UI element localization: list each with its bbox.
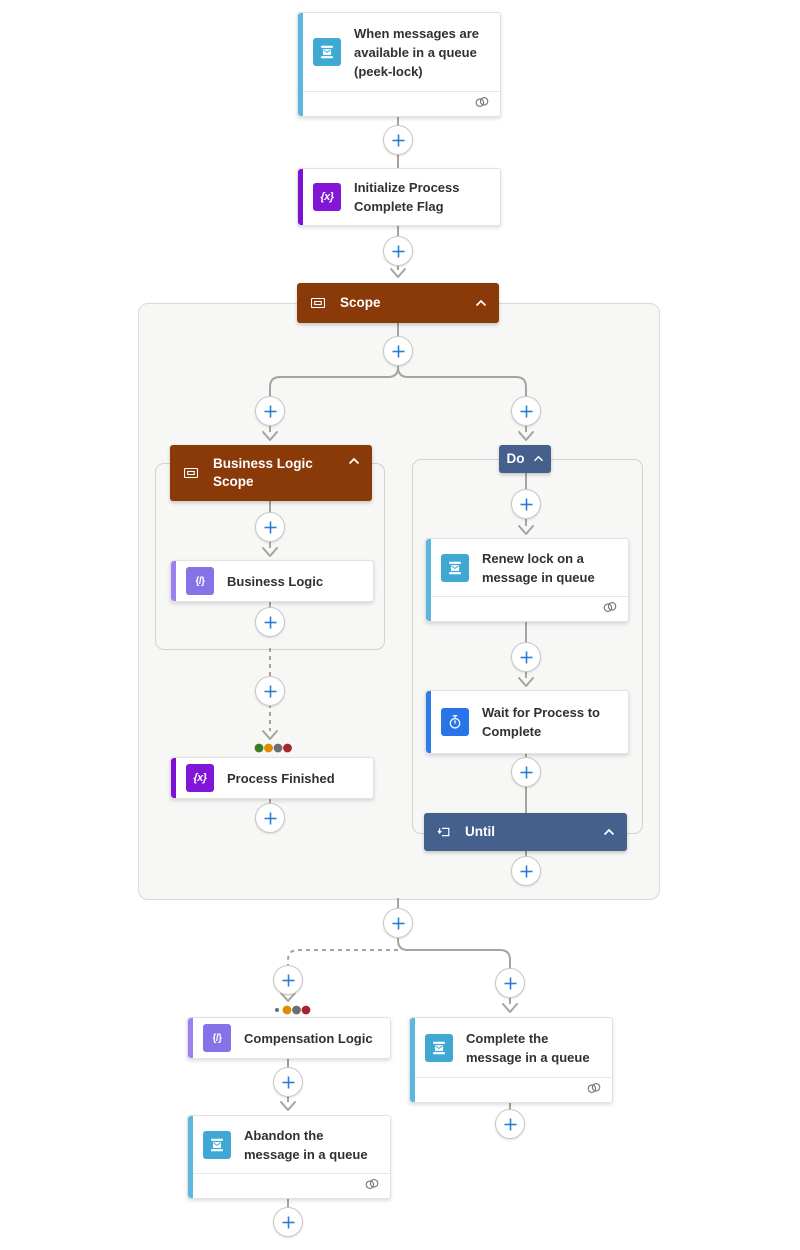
card-footer [426, 596, 628, 621]
connection-icon [586, 1081, 602, 1099]
inline-code-glyph: {/} [212, 1032, 222, 1044]
connector-split-to-complete [397, 939, 511, 1004]
card-title: Abandon the message in a queue [244, 1127, 368, 1162]
action-card-renew-lock[interactable]: Renew lock on a message in queue [425, 538, 629, 622]
service-bus-icon [313, 38, 341, 66]
arrowhead [502, 1003, 518, 1013]
card-footer [410, 1077, 612, 1102]
scope-header[interactable]: Scope [297, 283, 499, 323]
until-label: Until [465, 824, 495, 839]
card-title: Complete the message in a queue [466, 1030, 590, 1065]
delay-clock-icon [441, 708, 469, 736]
card-title: Compensation Logic [244, 1030, 373, 1046]
card-accent [298, 13, 303, 116]
action-card-complete-message[interactable]: Complete the message in a queue [409, 1017, 613, 1103]
service-bus-icon [203, 1130, 231, 1159]
card-footer [188, 1173, 390, 1198]
action-card-business-logic[interactable]: {/} Business Logic [170, 560, 374, 602]
arrowhead [280, 1101, 296, 1111]
collapse-chevron-icon[interactable] [475, 299, 487, 308]
arrowhead [390, 268, 406, 278]
business-logic-scope-header[interactable]: Business Logic Scope [170, 445, 372, 501]
insert-step-button[interactable] [511, 642, 541, 672]
card-accent [188, 1018, 193, 1058]
variable-icon: {x} [186, 764, 214, 792]
action-card-wait-for-process[interactable]: Wait for Process to Complete [425, 690, 629, 754]
card-accent [426, 539, 431, 621]
collapse-chevron-icon[interactable] [348, 457, 360, 466]
action-card-abandon-message[interactable]: Abandon the message in a queue [187, 1115, 391, 1199]
collapse-chevron-icon[interactable] [533, 455, 544, 463]
run-after-dot-succeeded [275, 1008, 279, 1012]
inline-code-icon: {/} [186, 567, 214, 595]
insert-step-button[interactable] [255, 803, 285, 833]
insert-step-button[interactable] [383, 125, 413, 155]
card-accent [410, 1018, 415, 1102]
insert-step-button[interactable] [273, 1067, 303, 1097]
insert-step-button[interactable] [511, 757, 541, 787]
scope-icon [182, 464, 200, 482]
card-accent [426, 691, 431, 753]
run-after-status-dots [275, 1005, 311, 1015]
do-label: Do [506, 451, 525, 466]
collapse-chevron-icon[interactable] [603, 828, 615, 837]
variable-icon: {x} [313, 183, 341, 211]
card-title: Wait for Process to Complete [482, 705, 600, 739]
variable-glyph: {x} [193, 772, 207, 784]
scope-icon [309, 294, 327, 312]
trigger-card-when-messages-available[interactable]: When messages are available in a queue (… [297, 12, 501, 117]
run-after-dot-timed-out [282, 1005, 292, 1015]
card-accent [298, 169, 303, 225]
insert-step-button[interactable] [511, 396, 541, 426]
insert-step-button[interactable] [255, 396, 285, 426]
insert-step-button[interactable] [255, 676, 285, 706]
business-logic-scope-label: Business Logic Scope [213, 456, 313, 489]
until-loop-footer[interactable]: Until [424, 813, 627, 851]
action-card-compensation-logic[interactable]: {/} Compensation Logic [187, 1017, 391, 1059]
action-card-initialize-process-complete-flag[interactable]: {x} Initialize Process Complete Flag [297, 168, 501, 226]
insert-step-button[interactable] [255, 607, 285, 637]
connection-icon [602, 600, 618, 618]
insert-step-button[interactable] [495, 968, 525, 998]
insert-step-button[interactable] [273, 1207, 303, 1237]
insert-step-button[interactable] [273, 965, 303, 995]
insert-step-button[interactable] [383, 336, 413, 366]
service-bus-icon [441, 553, 469, 582]
card-title: Business Logic [227, 573, 324, 589]
insert-step-button[interactable] [383, 236, 413, 266]
do-loop-header[interactable]: Do [499, 445, 551, 473]
connection-icon [474, 95, 490, 113]
card-accent [171, 758, 176, 798]
variable-glyph: {x} [320, 191, 334, 203]
card-footer [298, 91, 500, 116]
card-title: When messages are available in a queue (… [354, 25, 480, 79]
service-bus-icon [425, 1033, 453, 1062]
action-card-process-finished[interactable]: {x} Process Finished [170, 757, 374, 799]
until-loop-icon [436, 824, 452, 840]
insert-step-button[interactable] [511, 856, 541, 886]
card-title: Initialize Process Complete Flag [354, 180, 460, 214]
card-accent [188, 1116, 193, 1198]
connector-dashed-to-compensation [287, 949, 398, 993]
insert-step-button[interactable] [495, 1109, 525, 1139]
inline-code-icon: {/} [203, 1024, 231, 1052]
scope-label: Scope [340, 295, 381, 310]
insert-step-button[interactable] [383, 908, 413, 938]
connection-icon [364, 1177, 380, 1195]
card-title: Renew lock on a message in queue [482, 550, 595, 585]
card-accent [171, 561, 176, 601]
run-after-dot-skipped [292, 1005, 301, 1015]
run-after-dot-failed [301, 1005, 311, 1015]
insert-step-button[interactable] [511, 489, 541, 519]
insert-step-button[interactable] [255, 512, 285, 542]
inline-code-glyph: {/} [195, 575, 205, 587]
card-title: Process Finished [227, 770, 335, 786]
